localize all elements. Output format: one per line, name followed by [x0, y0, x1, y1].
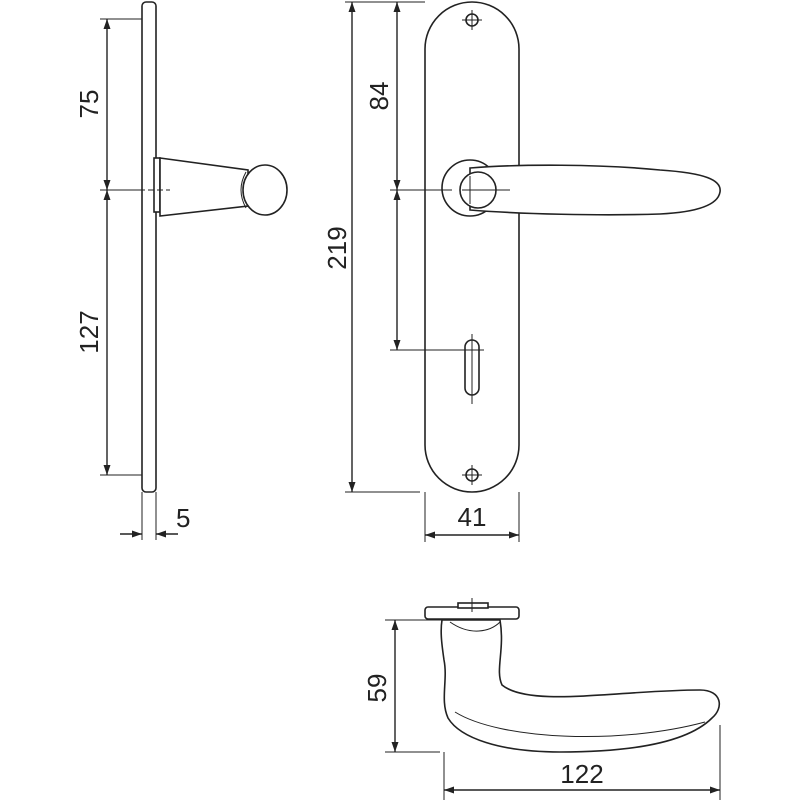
dim-handle-length: 122 [560, 759, 603, 789]
side-rose [153, 157, 161, 213]
top-handle-lever [440, 619, 721, 753]
dim-total-height: 219 [322, 226, 352, 269]
dim-plate-width: 41 [458, 502, 487, 532]
top-view: 59 122 [362, 598, 721, 800]
dim-handle-projection: 59 [362, 674, 392, 703]
front-view: 219 84 41 [322, 1, 721, 542]
front-handle-lever [469, 164, 721, 216]
dim-side-lower: 127 [74, 310, 104, 353]
side-plate [141, 1, 157, 493]
side-handle-neck [159, 157, 249, 217]
side-handle-grip [242, 164, 288, 216]
side-view: 75 127 5 [74, 1, 288, 540]
dim-handle-to-key: 84 [364, 82, 394, 111]
dim-side-upper: 75 [74, 90, 104, 119]
front-plate [424, 1, 520, 493]
dim-plate-thickness: 5 [176, 503, 190, 533]
